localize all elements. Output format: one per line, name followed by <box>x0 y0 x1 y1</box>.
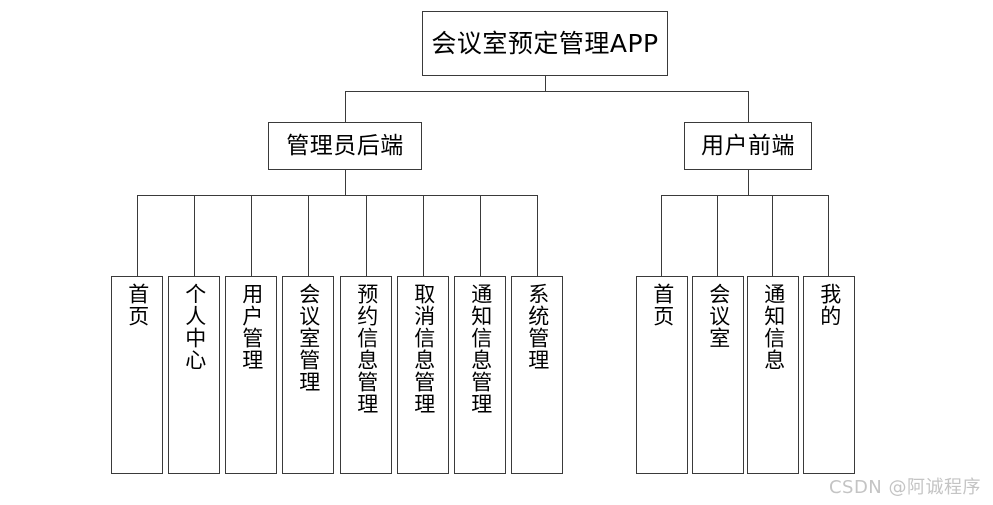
connector-user-drop-4 <box>828 195 829 276</box>
node-leaf-admin-4-label: 会议室管理 <box>296 283 321 393</box>
node-leaf-admin-6: 取消信息管理 <box>397 276 449 474</box>
node-leaf-user-1: 首页 <box>636 276 688 474</box>
node-leaf-admin-7-label: 通知信息管理 <box>468 283 493 415</box>
connector-root-stem <box>545 76 546 91</box>
node-leaf-admin-5: 预约信息管理 <box>340 276 392 474</box>
node-leaf-user-4: 我的 <box>803 276 855 474</box>
node-leaf-admin-8-label: 系统管理 <box>525 283 550 371</box>
node-leaf-admin-7: 通知信息管理 <box>454 276 506 474</box>
connector-admin-drop-6 <box>423 195 424 276</box>
connector-to-user-branch <box>748 91 749 122</box>
node-leaf-admin-1-label: 首页 <box>125 283 150 327</box>
connector-admin-drop-2 <box>194 195 195 276</box>
connector-admin-drop-4 <box>308 195 309 276</box>
connector-user-drop-2 <box>717 195 718 276</box>
connector-admin-drop-5 <box>366 195 367 276</box>
connector-admin-drop-7 <box>480 195 481 276</box>
node-root-label: 会议室预定管理APP <box>431 29 659 58</box>
node-admin-backend: 管理员后端 <box>268 122 422 170</box>
node-leaf-user-3: 通知信息 <box>747 276 799 474</box>
connector-user-drop-3 <box>772 195 773 276</box>
node-leaf-admin-6-label: 取消信息管理 <box>411 283 436 415</box>
connector-admin-drop-1 <box>137 195 138 276</box>
node-root: 会议室预定管理APP <box>422 11 668 76</box>
node-leaf-admin-2: 个人中心 <box>168 276 220 474</box>
node-leaf-user-2-label: 会议室 <box>706 283 731 349</box>
node-leaf-admin-2-label: 个人中心 <box>182 283 207 371</box>
node-leaf-admin-5-label: 预约信息管理 <box>354 283 379 415</box>
connector-admin-bus <box>137 195 537 196</box>
connector-user-drop-1 <box>661 195 662 276</box>
node-user-frontend: 用户前端 <box>684 122 812 170</box>
connector-to-admin-branch <box>345 91 346 122</box>
node-leaf-user-2: 会议室 <box>692 276 744 474</box>
node-leaf-admin-1: 首页 <box>111 276 163 474</box>
node-user-frontend-label: 用户前端 <box>701 132 795 159</box>
connector-level2-bus <box>345 91 749 92</box>
node-admin-backend-label: 管理员后端 <box>286 132 404 159</box>
node-leaf-user-4-label: 我的 <box>817 283 842 327</box>
watermark: CSDN @阿诚程序 <box>828 477 981 498</box>
connector-user-stem <box>748 170 749 195</box>
node-leaf-admin-8: 系统管理 <box>511 276 563 474</box>
connector-admin-drop-8 <box>537 195 538 276</box>
connector-user-bus <box>661 195 828 196</box>
node-leaf-admin-3: 用户管理 <box>225 276 277 474</box>
node-leaf-admin-4: 会议室管理 <box>282 276 334 474</box>
connector-admin-drop-3 <box>251 195 252 276</box>
node-leaf-user-1-label: 首页 <box>650 283 675 327</box>
connector-admin-stem <box>345 170 346 195</box>
node-leaf-user-3-label: 通知信息 <box>761 283 786 371</box>
node-leaf-admin-3-label: 用户管理 <box>239 283 264 371</box>
